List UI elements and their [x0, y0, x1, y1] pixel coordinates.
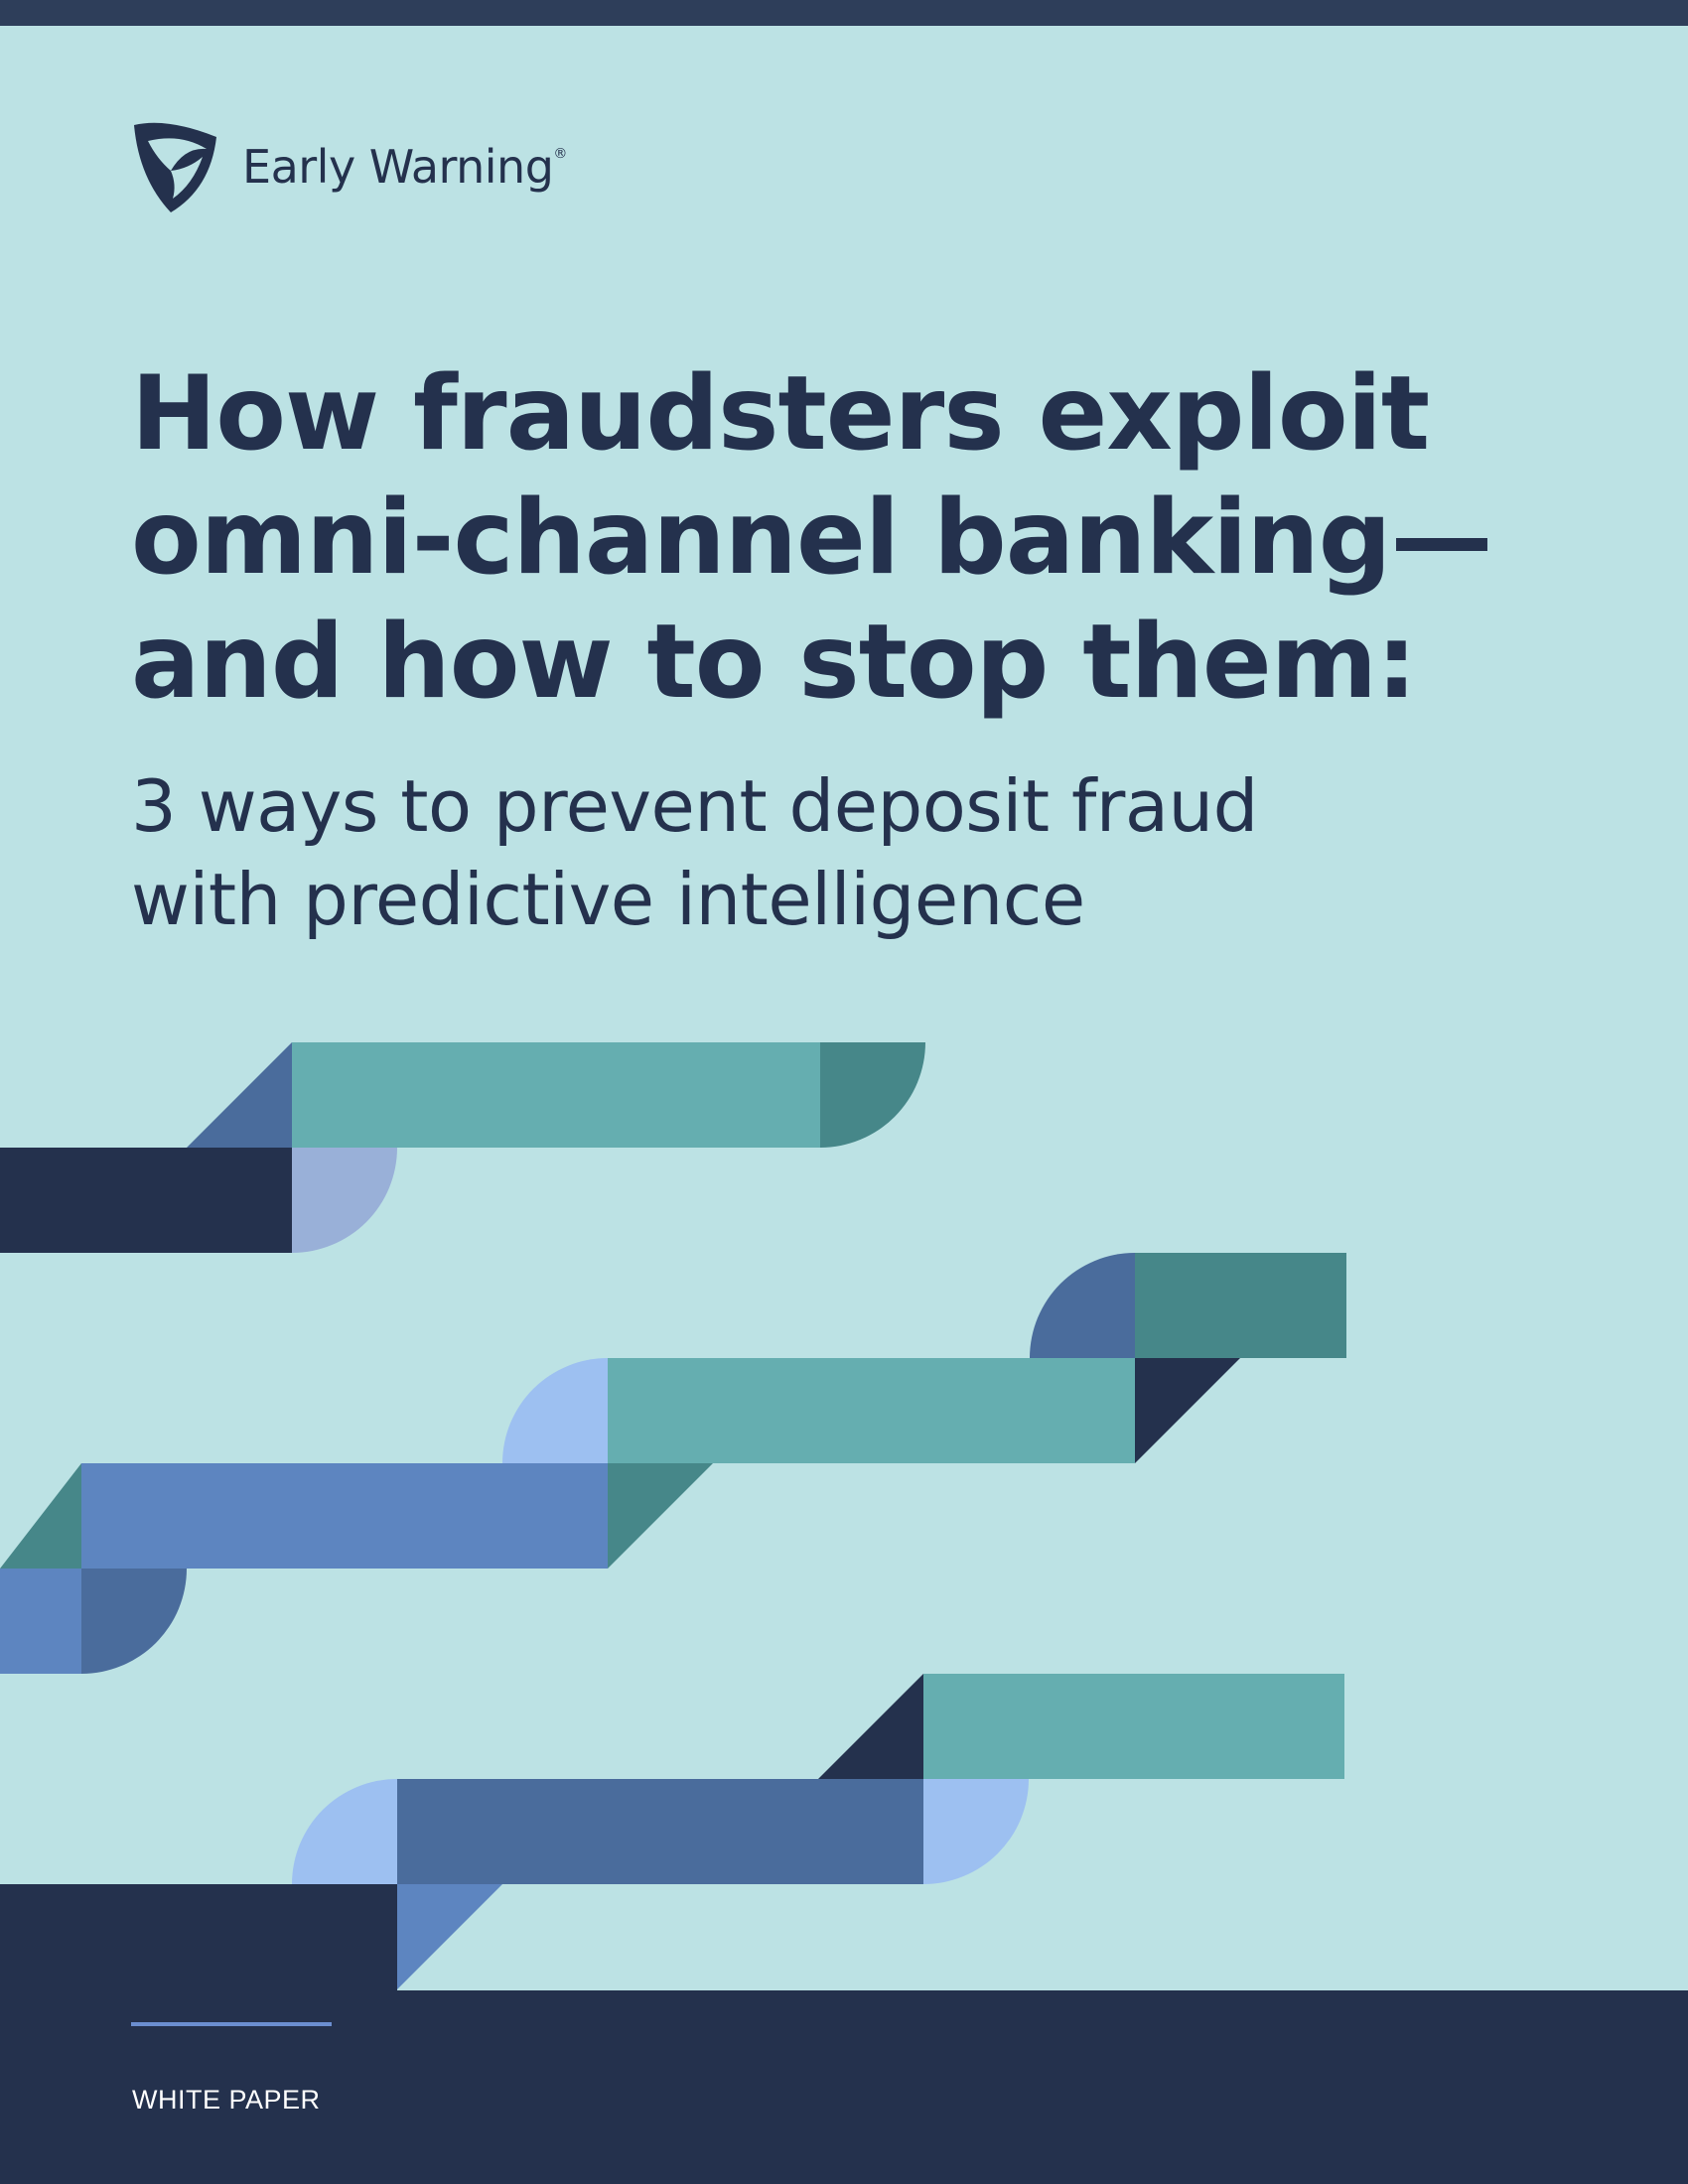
footer-accent-rule — [131, 2022, 332, 2026]
ribbon-2-base-cap — [81, 1569, 187, 1674]
brand-name: Early Warning® — [242, 140, 567, 194]
shield-swoosh-icon — [134, 122, 216, 212]
ribbon-3-mid-band — [397, 1779, 923, 1884]
ribbon-2-base — [0, 1569, 81, 1674]
ribbon-3-left-cap — [292, 1779, 397, 1884]
ribbon-3-base — [0, 1884, 397, 1990]
subtitle-line-1: 3 ways to prevent deposit fraud — [131, 764, 1258, 848]
ribbon-3-right-cap — [923, 1779, 1029, 1884]
ribbon-1-cap — [820, 1042, 925, 1148]
document-type-label: WHITE PAPER — [132, 2085, 321, 2115]
ribbon-2-low-fold — [608, 1463, 713, 1569]
ribbon-1-base-cap — [292, 1148, 397, 1253]
ribbon-1-base — [0, 1148, 292, 1253]
ribbon-3-corner — [818, 1674, 923, 1779]
ribbon-3-fold — [397, 1884, 502, 1989]
ribbon-2-low-corner — [0, 1463, 81, 1569]
ribbon-2-low-band — [81, 1463, 608, 1569]
ribbon-2-top-corner — [1135, 1358, 1240, 1463]
page-subtitle: 3 ways to prevent deposit fraud with pre… — [131, 759, 1640, 946]
subtitle-line-2: with predictive intelligence — [131, 858, 1085, 941]
ribbon-2-mid-band — [608, 1358, 1135, 1463]
registered-mark: ® — [553, 146, 567, 162]
decorative-ribbon-graphic — [0, 1042, 1346, 1990]
brand-logo: Early Warning® — [131, 119, 567, 214]
title-line-1: How fraudsters exploit — [131, 354, 1430, 474]
ribbon-2-top-band — [1135, 1253, 1346, 1358]
top-color-bar — [0, 0, 1688, 26]
ribbon-1-corner — [187, 1042, 292, 1148]
ribbon-2-top-cap — [1030, 1253, 1135, 1358]
title-line-2: omni-channel banking— — [131, 478, 1492, 598]
ribbon-1-band — [292, 1042, 820, 1148]
ribbon-2-mid-cap — [502, 1358, 608, 1463]
title-line-3: and how to stop them: — [131, 603, 1417, 722]
ribbon-3-top-band — [923, 1674, 1344, 1779]
page-title: How fraudsters exploit omni-channel bank… — [131, 352, 1640, 725]
